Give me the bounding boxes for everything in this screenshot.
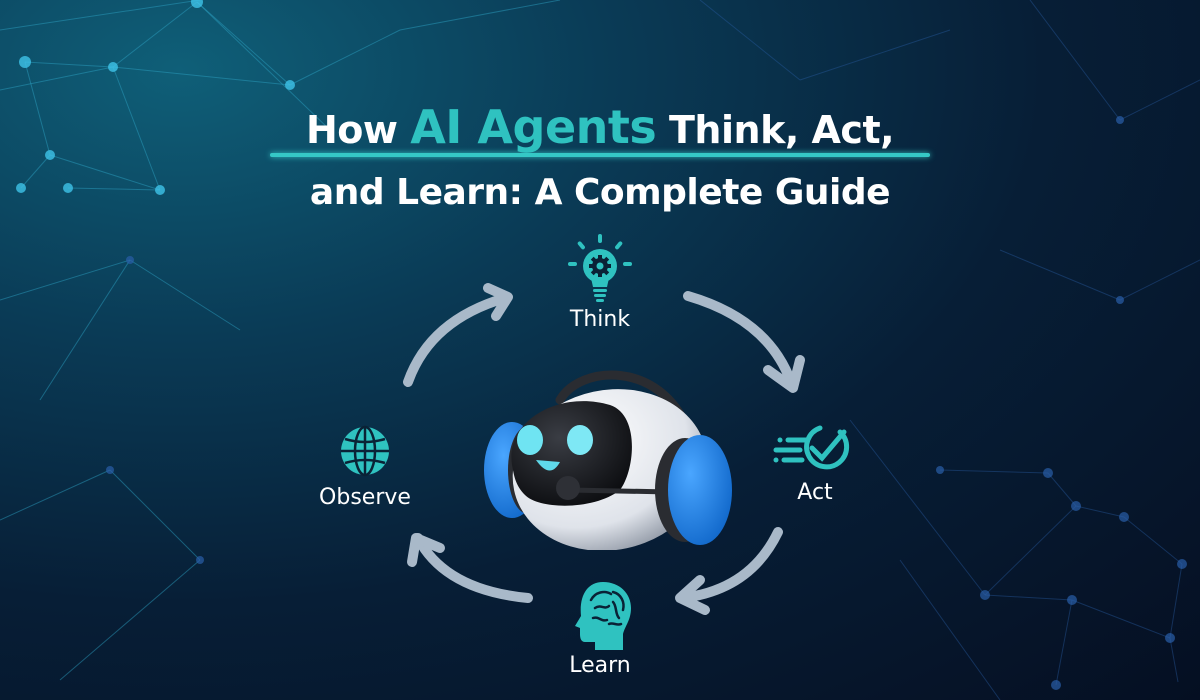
step-label: Think [569, 307, 631, 332]
title-underline [270, 153, 930, 157]
step-act: Act [760, 420, 870, 505]
step-label: Act [797, 480, 833, 505]
globe-icon [341, 425, 389, 477]
title-accent: AI Agents [410, 100, 657, 154]
robot-headset-illustration [484, 370, 732, 550]
step-think: Think [545, 232, 655, 332]
arrow-learn-to-observe [413, 533, 533, 603]
title-prefix: How [305, 108, 398, 152]
arrow-act-to-learn [677, 527, 783, 603]
title-suffix: Think, Act, [669, 108, 895, 152]
title-line-2: and Learn: A Complete Guide [309, 172, 891, 213]
step-label: Observe [319, 485, 411, 510]
step-label: Learn [569, 653, 631, 678]
step-observe: Observe [305, 425, 425, 510]
arrow-observe-to-think [403, 293, 510, 387]
lightbulb-gear-icon [568, 234, 632, 302]
arrow-think-to-act [683, 291, 797, 390]
title-line-1: How AI Agents Think, Act, [0, 100, 1200, 154]
speed-check-icon [773, 425, 850, 470]
brain-head-icon [575, 582, 631, 650]
step-learn: Learn [545, 578, 655, 678]
